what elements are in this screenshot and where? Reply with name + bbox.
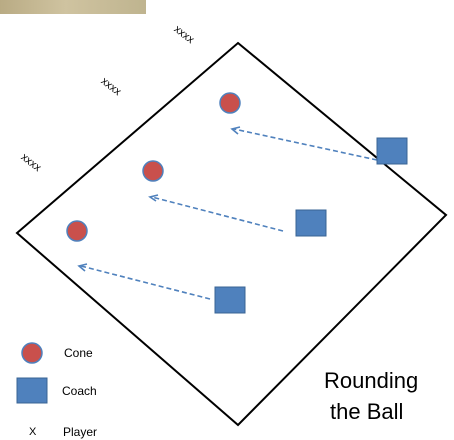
drill-title-line-1: Rounding (324, 368, 419, 393)
pass-arrow-2 (151, 196, 284, 232)
pass-arrow-1-head (230, 126, 241, 135)
coach-2 (295, 209, 327, 237)
player-group-1: xxxx (171, 23, 196, 46)
pass-arrow-1 (233, 128, 378, 161)
cone-1 (219, 92, 241, 114)
player-group-2: xxxx (98, 75, 123, 98)
pass-arrow-3-head (77, 263, 88, 272)
photo-fragment (0, 0, 146, 14)
pass-arrow-3 (80, 265, 211, 300)
legend-cone-icon (21, 342, 43, 364)
cone-2 (142, 160, 164, 182)
cone-3 (66, 220, 88, 242)
coach-3 (214, 286, 246, 314)
legend-coach-label: Coach (62, 384, 97, 398)
legend-coach-icon (16, 377, 48, 404)
legend-player-label: Player (63, 425, 98, 439)
player-group-3: xxxx (18, 151, 43, 174)
legend-cone-label: Cone (64, 346, 93, 360)
pass-arrow-2-head (148, 194, 159, 202)
drill-title-line-2: the Ball (330, 399, 404, 424)
legend-player-symbol: X (29, 426, 37, 438)
coach-1 (376, 137, 408, 165)
